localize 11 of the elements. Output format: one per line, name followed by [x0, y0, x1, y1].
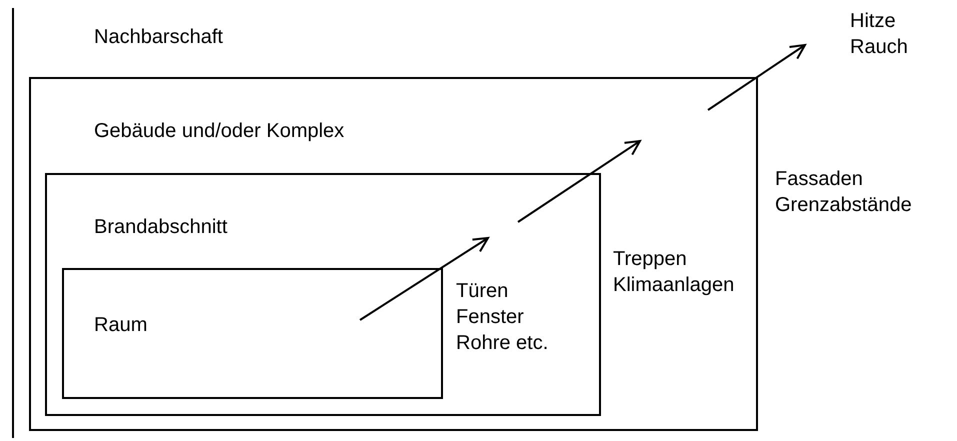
boundary-label: Türen Fenster Rohre etc. — [456, 279, 550, 356]
boundary-label: Fassaden Grenzabstände — [775, 167, 913, 218]
zone-box — [45, 173, 601, 416]
zone-title: Nachbarschaft — [94, 25, 224, 50]
boundary-label: Treppen Klimaanlagen — [613, 247, 736, 298]
zone-title: Brandabschnitt — [94, 215, 228, 240]
zone-box — [29, 77, 758, 431]
zone-box — [62, 268, 443, 399]
zone-title: Hitze Rauch — [850, 9, 909, 60]
zone-title: Gebäude und/oder Komplex — [94, 119, 346, 144]
zone-title: Raum — [94, 313, 148, 338]
